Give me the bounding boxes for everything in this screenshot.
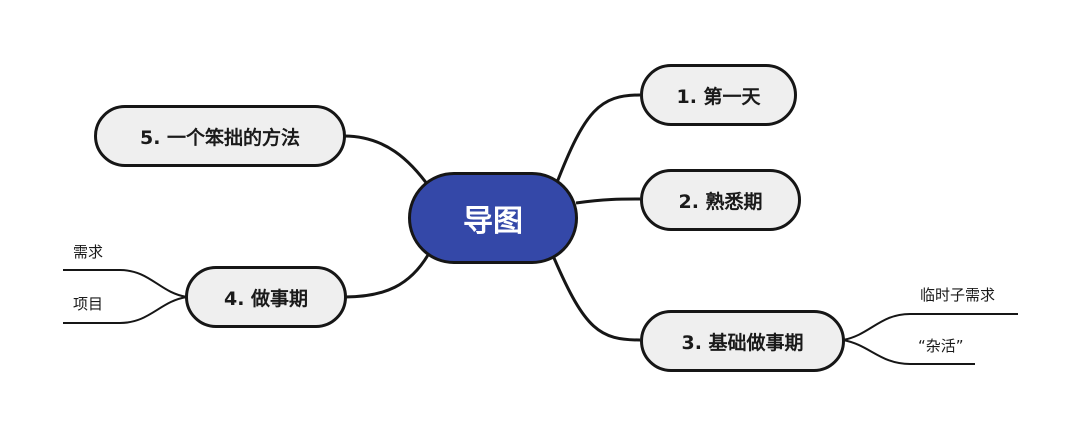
leaf-node-projects[interactable]: 项目 — [73, 295, 104, 313]
connector-root-to-branch-2 — [575, 197, 641, 205]
branch-node-3-label: 3. 基础做事期 — [681, 331, 804, 354]
connector-branch-4-to-leaf-2 — [63, 296, 188, 324]
connector-root-to-branch-5 — [343, 134, 432, 189]
branch-node-1-label: 1. 第一天 — [676, 85, 761, 108]
connector-root-to-branch-1 — [554, 93, 641, 186]
branch-node-5-label: 5. 一个笨拙的方法 — [139, 126, 301, 149]
connector-root-to-branch-4 — [344, 254, 430, 299]
root-node-label: 导图 — [463, 204, 523, 239]
branch-node-4[interactable]: 4. 做事期 — [185, 266, 347, 328]
connector-branch-4-to-leaf-1 — [63, 269, 188, 298]
branch-node-5[interactable]: 5. 一个笨拙的方法 — [94, 105, 346, 167]
leaf-node-requirements[interactable]: 需求 — [73, 243, 104, 261]
branch-node-1[interactable]: 1. 第一天 — [640, 64, 797, 126]
leaf-node-misc-tasks[interactable]: “杂活” — [918, 337, 964, 355]
branch-node-2[interactable]: 2. 熟悉期 — [640, 169, 801, 231]
branch-node-2-label: 2. 熟悉期 — [678, 190, 763, 213]
connector-root-to-branch-3 — [552, 257, 641, 342]
connector-branch-3-to-leaf-2 — [842, 339, 975, 365]
branch-node-3[interactable]: 3. 基础做事期 — [640, 310, 845, 372]
connector-branch-3-to-leaf-1 — [842, 313, 1018, 341]
root-node[interactable]: 导图 — [408, 172, 578, 264]
leaf-node-temp-subrequirement[interactable]: 临时子需求 — [920, 286, 996, 304]
branch-node-4-label: 4. 做事期 — [223, 287, 309, 310]
